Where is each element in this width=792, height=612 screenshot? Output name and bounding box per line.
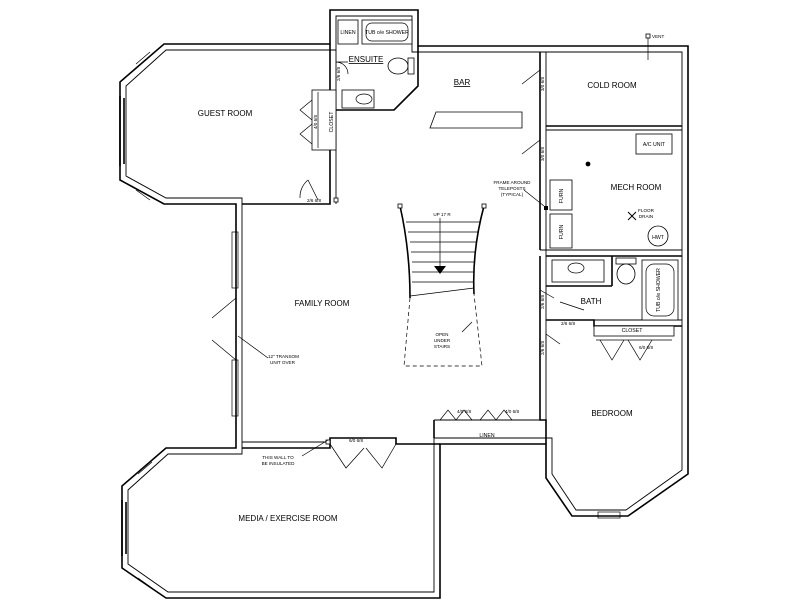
vent-label: VENT: [652, 34, 664, 39]
ac-unit-label: A/C UNIT: [643, 142, 666, 148]
dim-door-bath-1: 2/6 6/8: [540, 295, 545, 309]
stairs-arrow-icon: [434, 266, 446, 274]
exterior-walls: [119, 9, 689, 599]
dim-linen-doors-left: 4/0 6/8: [457, 409, 471, 414]
linen-bottom-label: LINEN: [479, 433, 495, 439]
hwt-label: HWT: [652, 235, 665, 241]
cold-room-label: COLD ROOM: [587, 81, 637, 90]
furn-2-label: FURN: [559, 225, 565, 240]
teleposts: [325, 197, 548, 445]
family-room-label: FAMILY ROOM: [295, 299, 350, 308]
teleposts-note-3: (TYPICAL): [501, 192, 524, 197]
bath-label: BATH: [581, 297, 602, 306]
guest-bay-window: [119, 51, 151, 201]
dim-door-bedroom: 2/6 6/8: [540, 341, 545, 355]
dim-door-mech: 3/0 6/8: [540, 147, 545, 161]
insulated-wall-note-1: THIS WALL TO: [262, 455, 294, 460]
mech-fixtures: [549, 33, 673, 249]
dim-media-doors: 6/0 6/8: [349, 438, 363, 443]
dim-door-bar: 3/0 6/8: [540, 77, 545, 91]
bar-counter: [429, 111, 523, 129]
transom-note-1: 12" TRANSOM: [268, 354, 299, 359]
open-under-stairs-note-1: OPEN: [435, 332, 448, 337]
teleposts-note-2: TELEPOSTS: [498, 186, 525, 191]
closet-bedroom-label: CLOSET: [622, 328, 644, 334]
ensuite-fixtures: [337, 19, 415, 109]
furn-1-label: FURN: [559, 189, 565, 204]
bedroom-closet: [593, 325, 675, 341]
transom-note-2: UNIT OVER: [270, 360, 296, 365]
tub-shower-bath-label: TUB o/e SHOWER: [656, 268, 662, 312]
floor-drain-icon: [627, 211, 637, 221]
bath-fixtures: [551, 257, 679, 321]
tub-shower-top-label: TUB o/e SHOWER: [365, 30, 409, 36]
media-room-label: MEDIA / EXERCISE ROOM: [238, 514, 337, 523]
dim-door-bath-2: 2/6 6/8: [561, 321, 575, 326]
dim-door-guest: 2/6 6/8: [307, 198, 321, 203]
doors: [211, 61, 653, 469]
open-under-stairs-note-3: STAIRS: [434, 344, 450, 349]
staircase: [397, 203, 487, 367]
insulated-wall-note-2: BE INSULATED: [262, 461, 296, 466]
family-room-windows: [231, 231, 239, 417]
open-under-stairs-note-2: UNDER: [434, 338, 451, 343]
linen-top-label: LINEN: [340, 30, 356, 36]
interior-walls: [242, 44, 682, 449]
floor-drain-label-2: DRAIN: [639, 214, 653, 219]
dim-door-ensuite: 2/6 6/8: [336, 67, 341, 81]
ensuite-label: ENSUITE: [349, 55, 384, 64]
guest-room-label: GUEST ROOM: [198, 109, 253, 118]
leader-lines: [237, 189, 545, 457]
bar-label: BAR: [454, 78, 471, 87]
media-bay-window: [121, 461, 153, 589]
guest-closet: [311, 89, 337, 151]
teleposts-note-1: FRAME AROUND: [493, 180, 531, 185]
mech-room-label: MECH ROOM: [611, 183, 662, 192]
dim-closet-bedroom-doors: 6/0 6/8: [639, 345, 653, 350]
closet-guest-label: CLOSET: [329, 111, 335, 133]
dim-linen-doors-right: 4/0 6/8: [505, 409, 519, 414]
dim-door-closet-guest: 4/0 6/8: [313, 115, 318, 129]
stairs-up-note: UP 17 R: [433, 212, 451, 217]
bedroom-window: [597, 511, 621, 519]
bedroom-label: BEDROOM: [591, 409, 633, 418]
floor-drain-label: FLOOR: [638, 208, 655, 213]
